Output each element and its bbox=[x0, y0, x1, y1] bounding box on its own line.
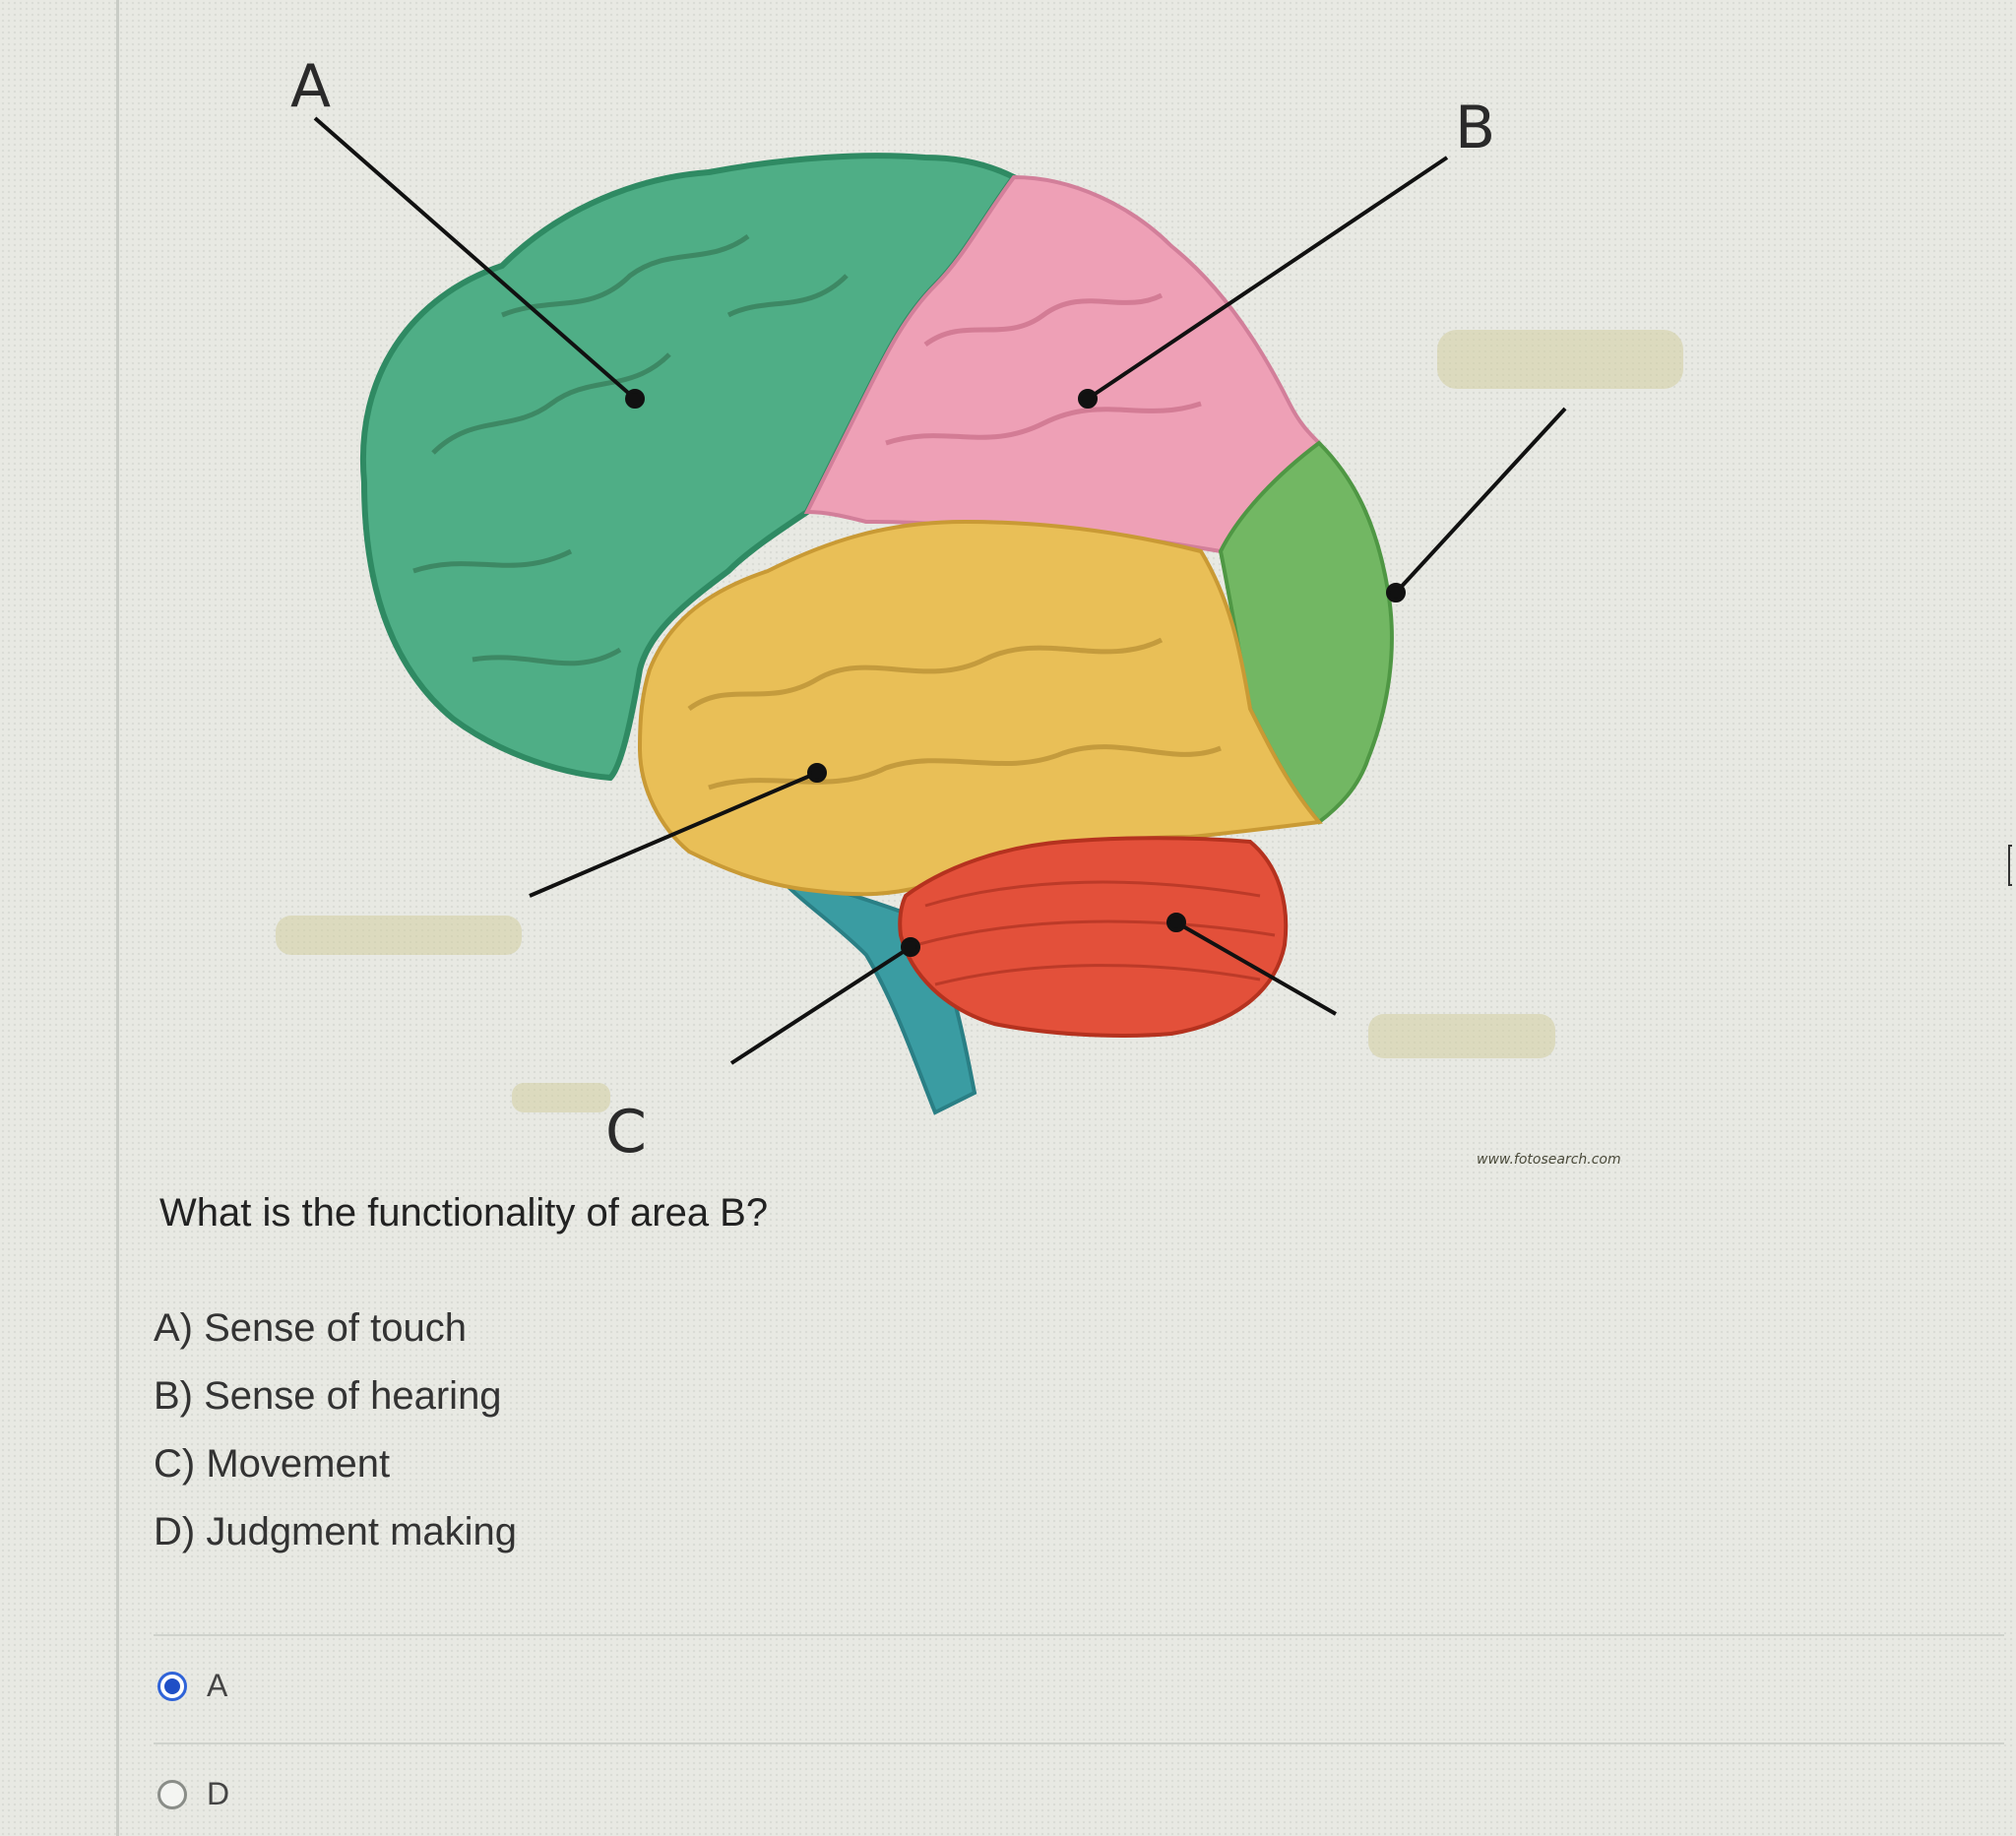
label-c: C bbox=[605, 1098, 647, 1167]
answer-choice-d[interactable]: D bbox=[158, 1776, 229, 1812]
temporal-lobe-region bbox=[637, 519, 1323, 897]
label-a: A bbox=[290, 52, 331, 121]
option-d: D) Judgment making bbox=[154, 1510, 518, 1553]
radio-selected-icon[interactable] bbox=[158, 1671, 187, 1701]
text-cursor bbox=[2008, 845, 2012, 886]
watermark: www.fotosearch.com bbox=[1477, 1152, 1621, 1168]
answer-label: A bbox=[207, 1668, 228, 1703]
cerebellum-region bbox=[898, 836, 1289, 1038]
divider-middle bbox=[154, 1742, 2004, 1744]
parietal-texture bbox=[885, 292, 1202, 446]
content-border bbox=[116, 0, 119, 1836]
blank-label-placeholders bbox=[276, 330, 1683, 1112]
answer-label: D bbox=[207, 1776, 230, 1811]
leader-lines bbox=[313, 116, 1567, 1065]
brain-diagram: A B C www.fotosearch.com bbox=[177, 20, 1732, 1171]
option-b: B) Sense of hearing bbox=[154, 1374, 502, 1418]
option-a: A) Sense of touch bbox=[154, 1306, 467, 1350]
label-b: B bbox=[1455, 94, 1495, 162]
cerebellum-texture bbox=[914, 880, 1276, 986]
option-list: A) Sense of touch B) Sense of hearing C)… bbox=[154, 1295, 517, 1566]
option-c: C) Movement bbox=[154, 1442, 391, 1486]
answer-choice-a[interactable]: A bbox=[158, 1668, 227, 1704]
gyri-texture bbox=[412, 233, 849, 666]
radio-unselected-icon[interactable] bbox=[158, 1779, 187, 1809]
question-text: What is the functionality of area B? bbox=[159, 1191, 769, 1235]
divider-top bbox=[154, 1634, 2004, 1636]
